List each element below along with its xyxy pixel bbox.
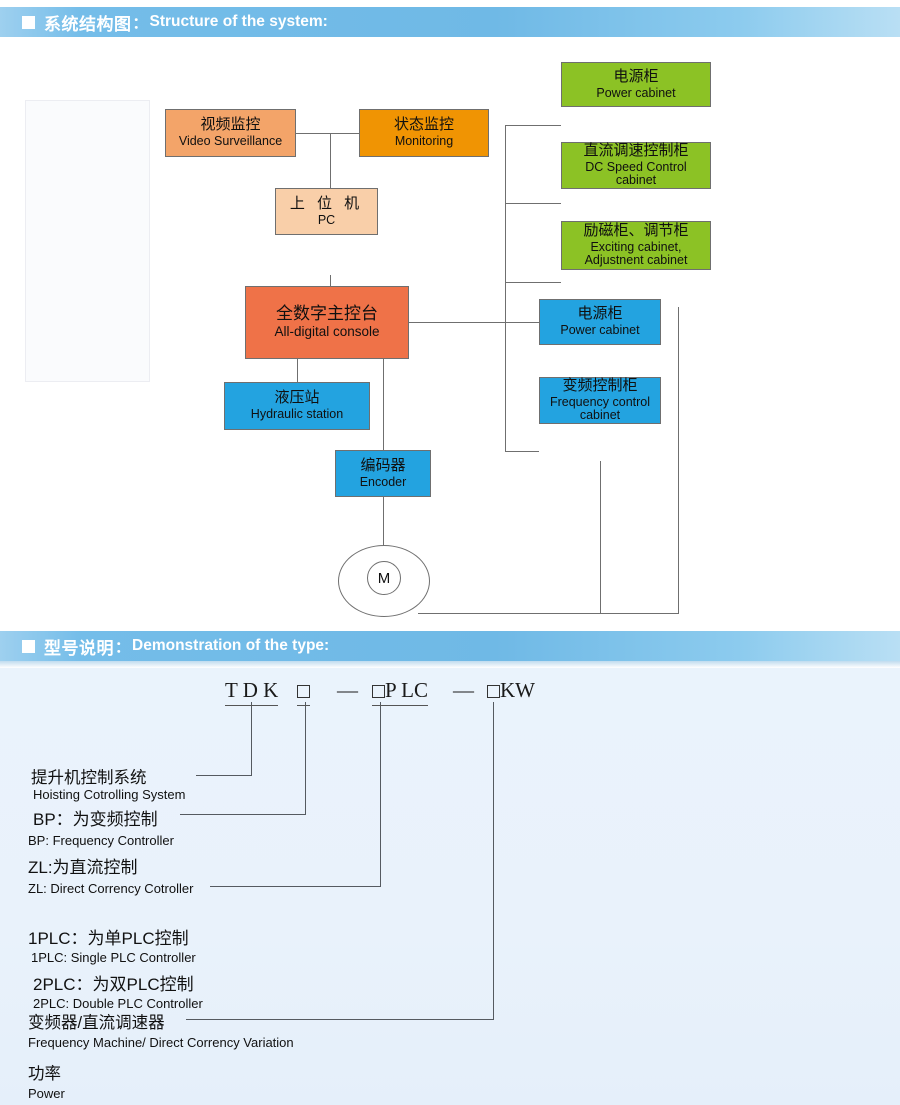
legend-en-zl: ZL: Direct Corrency Cotroller [28,881,194,896]
node-video-surveillance-en: Video Surveillance [178,134,283,149]
node-dc-speed-en: DC Speed Control cabinet [585,159,687,188]
node-power-green-en: Power cabinet [596,85,676,100]
connector-video-to-bus [296,133,331,134]
type-code-dash-2: — [453,678,474,702]
checkbox-square-icon-plc[interactable] [372,685,385,698]
connector-console-to-encoder [383,359,384,489]
banner-colon-type: ： [115,638,131,656]
legend-en-2plc: 2PLC: Double PLC Controller [33,996,203,1011]
section-banner-type: 型号说明 ： Demonstration of the type: [0,631,900,661]
node-encoder-en: Encoder [359,474,407,489]
type-demonstration-panel: 提升机控制系统 Hoisting Cotrolling System BP：为变… [0,668,900,1105]
node-pc-en: PC [317,212,336,227]
legend-en-hoisting: Hoisting Cotrolling System [33,787,186,802]
node-frequency-en: Frequency control cabinet [549,394,651,423]
type-code-plc: P LC [372,678,428,706]
node-pc-cn: 上 位 机 [289,194,364,212]
type-code-plc-text: P LC [385,678,428,702]
system-structure-diagram: 视频监控 Video Surveillance 状态监控 Monitoring … [0,37,900,622]
banner-square-icon [22,15,35,29]
leader-controltype-vertical [305,702,307,815]
connector-bus-branch-power-green [505,125,561,126]
node-dc-speed-control-cabinet[interactable]: 直流调速控制柜 DC Speed Control cabinet [561,142,711,189]
node-power-green-cn: 电源柜 [613,67,659,85]
connector-bus-to-pc [330,133,331,225]
motor-label-circle: M [367,561,401,595]
node-exciting-adjustment-cabinet[interactable]: 励磁柜、调节柜 Exciting cabinet, Adjustnent cab… [561,221,711,270]
connector-bus-branch-dc-speed [505,203,561,204]
connector-bus-to-monitoring [330,133,360,134]
leader-plc-horizontal [210,886,381,888]
banner-title-cn-structure: 系统结构图 [44,14,132,34]
node-state-monitoring-cn: 状态监控 [393,116,454,134]
connector-exciting-to-motor-bus [678,307,679,614]
legend-cn-zl: ZL:为直流控制 [28,858,138,877]
legend-en-1plc: 1PLC: Single PLC Controller [31,950,196,965]
node-power-blue-en: Power cabinet [560,323,640,338]
node-frequency-control-cabinet[interactable]: 变频控制柜 Frequency control cabinet [539,377,661,424]
node-frequency-cn: 变频控制柜 [562,377,638,395]
type-code-kw: KW [487,678,535,705]
legend-en-power: Power [28,1086,65,1101]
banner-colon-structure: ： [132,14,148,32]
background-watermark [25,100,150,382]
checkbox-square-icon-kw[interactable] [487,685,500,698]
leader-controltype-horizontal [180,814,306,816]
node-encoder[interactable]: 编码器 Encoder [335,450,431,497]
banner-title-en-structure: Structure of the system: [149,13,328,30]
node-power-blue-cn: 电源柜 [577,305,623,323]
connector-console-to-hydraulic [297,359,298,404]
node-power-cabinet-green[interactable]: 电源柜 Power cabinet [561,62,711,107]
banner-title-en-type: Demonstration of the type: [132,637,330,654]
leader-tdk-vertical [251,702,253,776]
banner-shadow-type [0,661,900,668]
type-code-dash-1: — [337,678,358,702]
type-code-prefix: T D K [225,678,279,706]
node-dc-speed-cn: 直流调速控制柜 [583,142,689,160]
motor-label: M [377,569,391,587]
legend-en-bp: BP: Frequency Controller [28,833,174,848]
node-video-surveillance-cn: 视频监控 [200,116,261,134]
legend-cn-power: 功率 [28,1065,61,1083]
leader-kw-vertical [493,702,495,1020]
banner-square-icon-2 [22,639,35,653]
connector-motor-horizontal-bus [418,613,679,614]
node-video-surveillance[interactable]: 视频监控 Video Surveillance [165,109,296,157]
node-console-en: All-digital console [274,324,380,340]
node-exciting-en: Exciting cabinet, Adjustnent cabinet [584,239,688,268]
legend-cn-2plc: 2PLC：为双PLC控制 [33,975,194,994]
node-hydraulic-cn: 液压站 [274,389,320,407]
type-code-kw-text: KW [500,678,535,702]
node-console-cn: 全数字主控台 [276,304,378,324]
connector-bus-branch-power-blue [505,322,539,323]
legend-en-frequency-machine: Frequency Machine/ Direct Corrency Varia… [28,1035,294,1050]
legend-cn-1plc: 1PLC：为单PLC控制 [28,929,189,948]
legend-cn-bp: BP：为变频控制 [33,810,158,829]
connector-encoder-to-motor [383,497,384,585]
leader-plc-vertical [380,702,382,887]
type-code-row: T D K — P LC — KW [0,676,900,710]
leader-kw-horizontal [186,1019,494,1021]
node-power-cabinet-blue[interactable]: 电源柜 Power cabinet [539,299,661,345]
banner-title-cn-type: 型号说明 [44,638,114,658]
connector-console-to-right-bus [409,322,506,323]
section-banner-structure: 系统结构图 ： Structure of the system: [0,7,900,37]
type-code-control-box [297,678,310,706]
node-pc[interactable]: 上 位 机 PC [275,188,378,235]
node-hydraulic-station[interactable]: 液压站 Hydraulic station [224,382,370,430]
legend-cn-hoisting: 提升机控制系统 [31,769,147,787]
connector-frequency-to-motor-bus [600,461,601,614]
node-encoder-cn: 编码器 [360,456,406,474]
checkbox-square-icon-control[interactable] [297,685,310,698]
node-state-monitoring-en: Monitoring [394,134,454,149]
node-all-digital-console[interactable]: 全数字主控台 All-digital console [245,286,409,359]
leader-tdk-horizontal [196,775,252,777]
connector-bus-branch-exciting [505,282,561,283]
node-exciting-cn: 励磁柜、调节柜 [583,222,689,240]
connector-bus-branch-frequency [505,451,539,452]
node-state-monitoring[interactable]: 状态监控 Monitoring [359,109,489,157]
connector-vertical-bus [505,125,506,452]
legend-cn-frequency-machine: 变频器/直流调速器 [28,1014,165,1032]
node-hydraulic-en: Hydraulic station [250,407,344,422]
